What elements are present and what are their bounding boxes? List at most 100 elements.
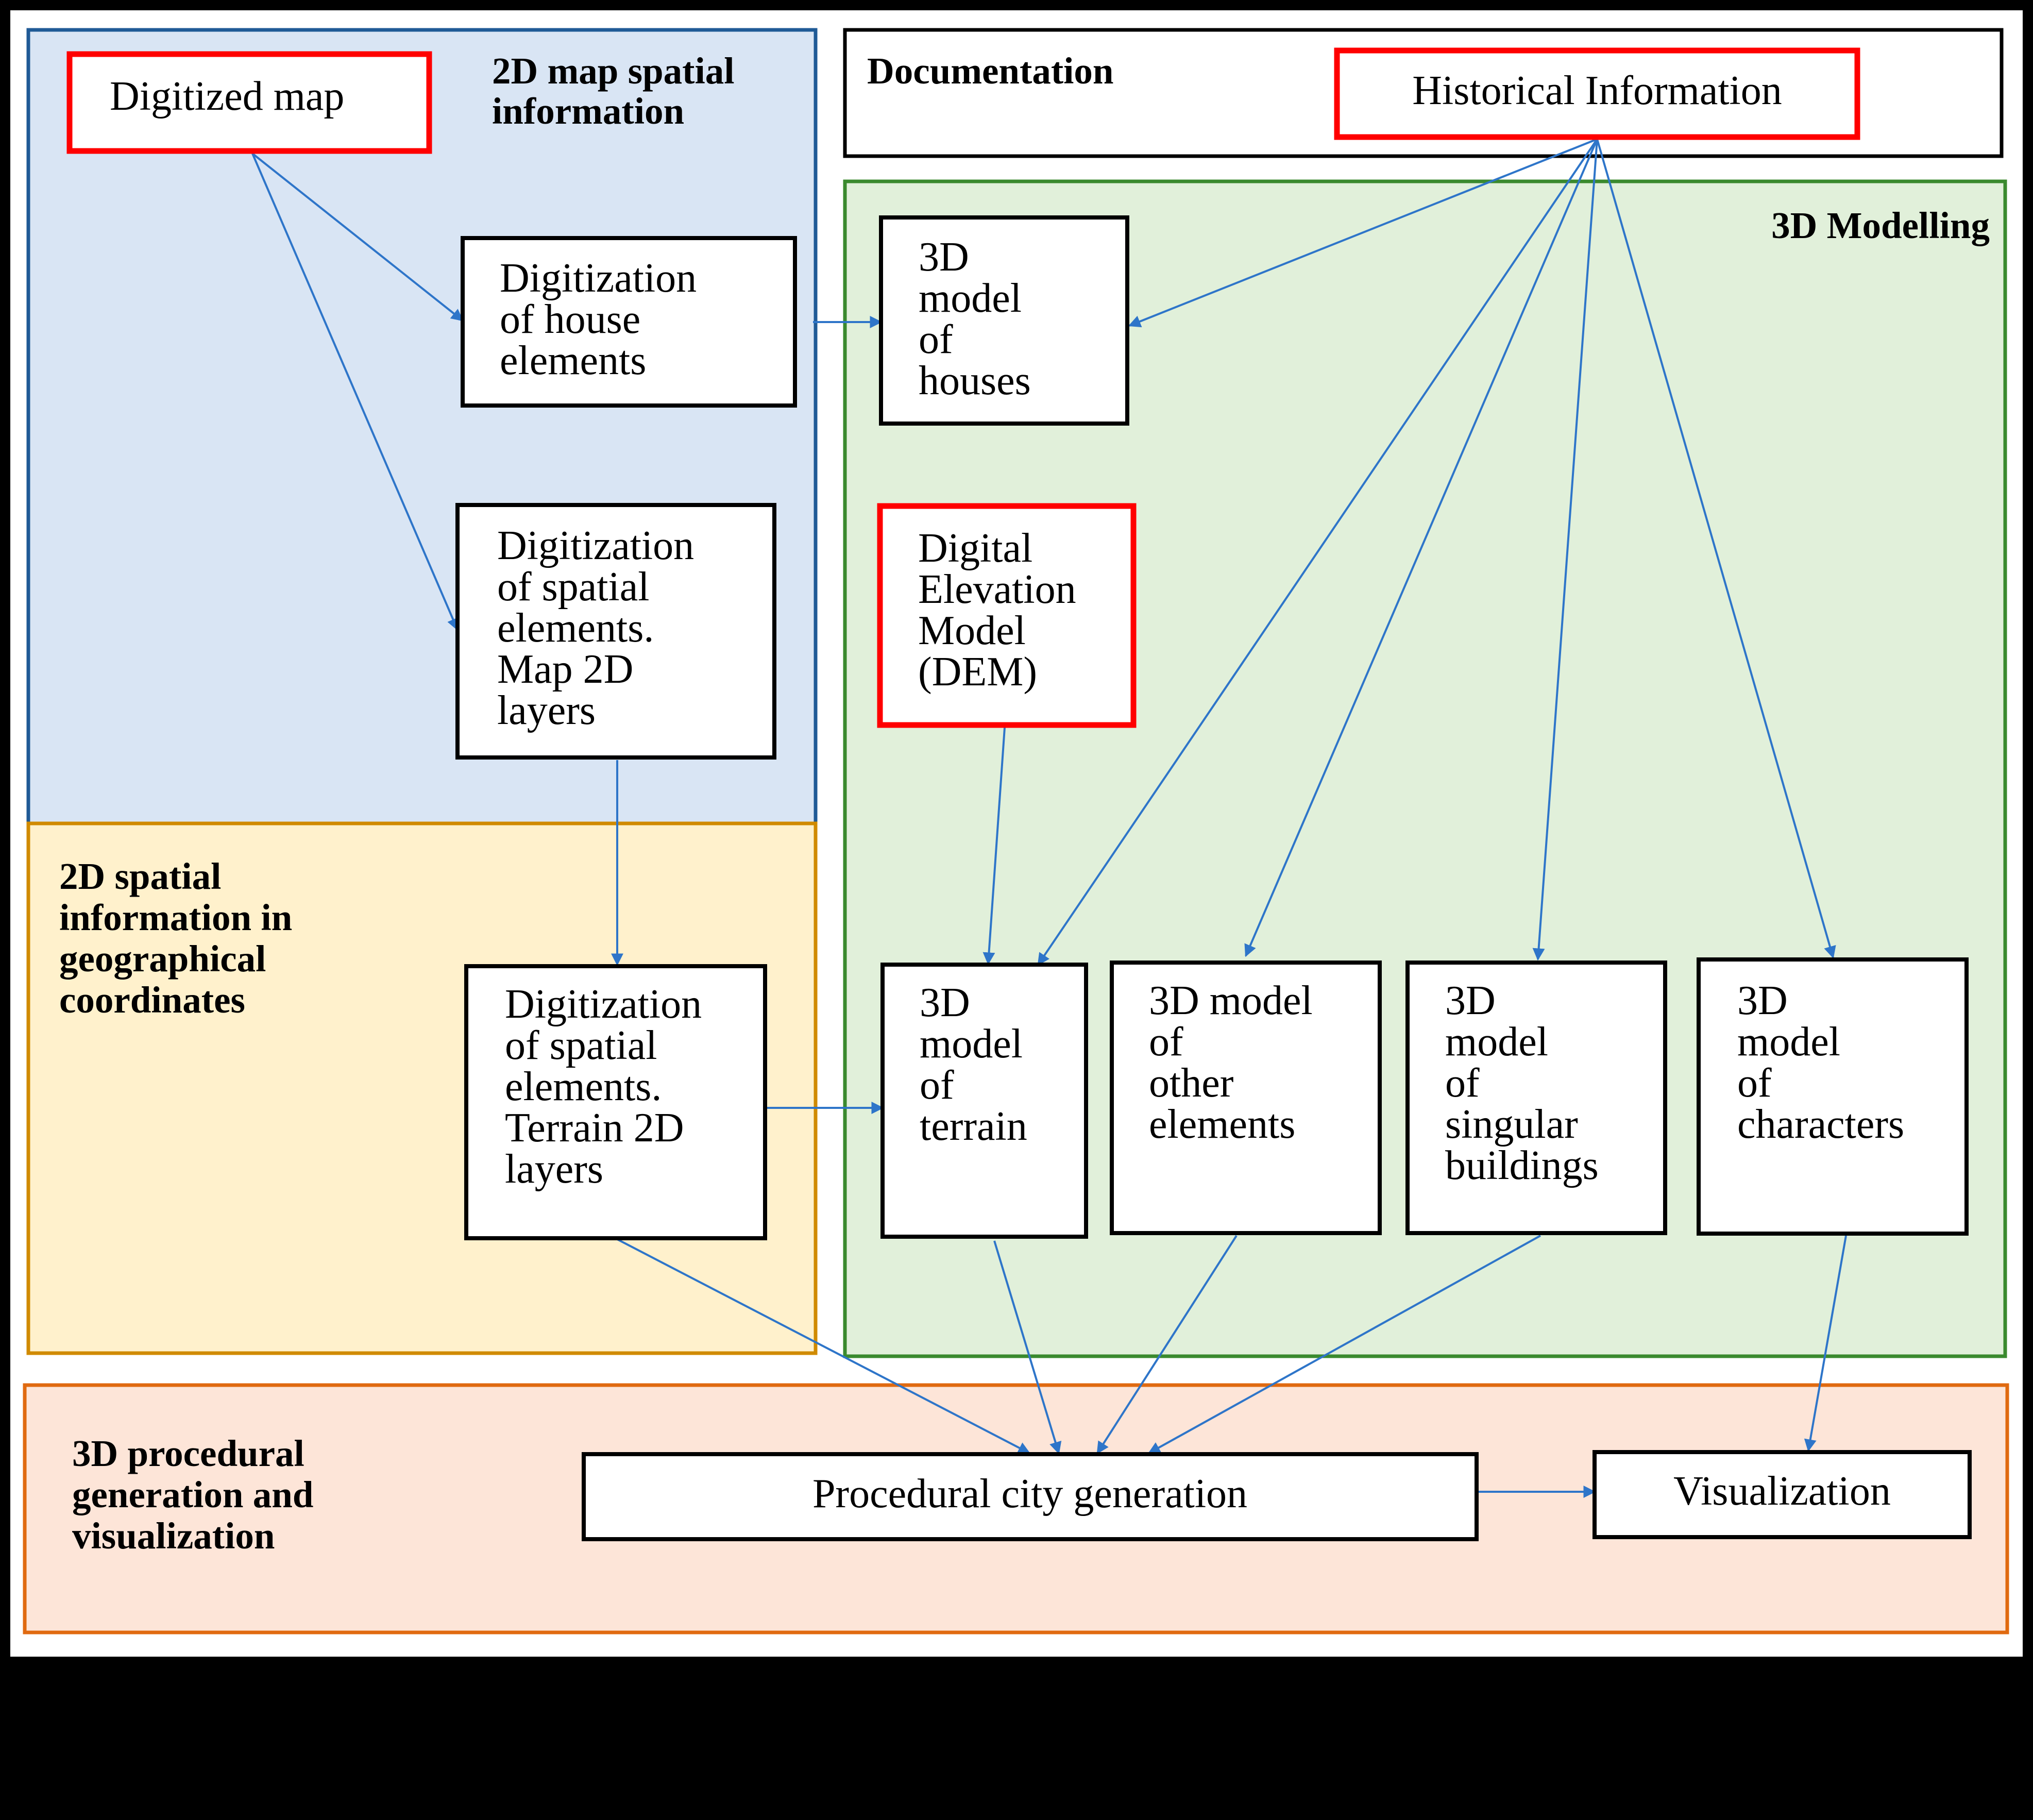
node-3d-model-houses-label-line: of — [919, 317, 953, 362]
region-title-geo-line: information in — [59, 897, 292, 938]
node-3d-model-singular-buildings-label-line: model — [1445, 1019, 1548, 1065]
node-digitization-house-elements-label-line: elements — [500, 338, 646, 383]
node-3d-model-houses-box[interactable] — [879, 215, 1129, 426]
region-title-geo-line: 2D spatial — [59, 855, 221, 897]
node-3d-model-characters-label-line: of — [1737, 1060, 1772, 1106]
node-visualization-label: Visualization — [1673, 1469, 1891, 1514]
node-visualization-box[interactable] — [1592, 1450, 1972, 1539]
node-3d-model-other-elements-label-line: elements — [1149, 1102, 1295, 1147]
node-3d-model-singular-buildings-box[interactable] — [1405, 960, 1667, 1235]
node-digitization-spatial-map-box[interactable] — [455, 503, 776, 760]
region-title-3d-modelling: 3D Modelling — [1771, 205, 1990, 246]
node-visualization[interactable]: Visualization — [1592, 1450, 1972, 1539]
edge-dig-spatial-terrain-to-procedural — [617, 1238, 1031, 1454]
node-digitization-house-elements-label-line: Digitization — [500, 256, 697, 301]
edge-model-terrain-to-procedural — [993, 1240, 1062, 1455]
node-procedural-city-generation[interactable]: Procedural city generation — [582, 1452, 1479, 1541]
region-title-documentation-line: Documentation — [867, 50, 1114, 92]
node-historical-information-label: Historical Information — [1412, 68, 1782, 113]
node-digitized-map-box[interactable] — [66, 51, 432, 154]
region-title-2d-map-line: information — [492, 90, 684, 132]
edge-digitized-map-to-dig-house — [251, 153, 464, 322]
edge-historical-info-to-model-houses — [1128, 138, 1598, 328]
node-procedural-city-generation-box[interactable] — [582, 1452, 1479, 1541]
node-digitization-spatial-map-label-line: Digitization — [497, 523, 694, 568]
node-3d-model-characters-label-line: 3D — [1737, 978, 1788, 1023]
node-3d-model-other-elements-label-line: other — [1149, 1060, 1233, 1106]
node-digitization-spatial-terrain-label-line: of spatial — [505, 1023, 657, 1068]
node-3d-model-characters-label-line: model — [1737, 1019, 1840, 1065]
edge-model-characters-to-visualization — [1804, 1235, 1847, 1452]
edge-model-singular-to-procedural — [1147, 1235, 1541, 1454]
region-title-3d-procedural-line: 3D procedural — [72, 1433, 304, 1474]
edge-model-other-to-procedural — [1096, 1235, 1238, 1455]
edge-dem-to-model-terrain — [982, 727, 1006, 965]
node-historical-information-box[interactable] — [1334, 47, 1860, 140]
node-digitization-spatial-map-label-line: Map 2D — [497, 647, 633, 692]
node-3d-model-houses-label-line: houses — [919, 358, 1031, 403]
node-3d-model-characters-box[interactable] — [1697, 957, 1969, 1236]
node-3d-model-singular-buildings-label-line: singular — [1445, 1102, 1578, 1147]
node-dem-box[interactable] — [877, 503, 1137, 728]
node-historical-information-label-line: Historical Information — [1412, 68, 1782, 113]
node-digitization-spatial-terrain-label-line: Terrain 2D — [505, 1105, 684, 1151]
region-title-3d-procedural-line: visualization — [72, 1515, 275, 1557]
node-visualization-label-line: Visualization — [1673, 1469, 1891, 1514]
edge-historical-info-to-model-characters — [1596, 139, 1836, 959]
node-digitized-map-label-line: Digitized map — [110, 74, 344, 119]
node-digitization-spatial-terrain-box[interactable] — [464, 964, 767, 1240]
node-historical-information[interactable]: Historical Information — [1334, 47, 1860, 140]
region-title-3d-modelling-line: 3D Modelling — [1771, 205, 1990, 246]
region-title-2d-map-line: 2D map spatial — [492, 50, 735, 92]
node-dem-label-line: Digital — [918, 526, 1032, 571]
node-3d-model-terrain-label-line: 3D — [920, 980, 970, 1025]
node-digitization-spatial-map-label-line: elements. — [497, 605, 654, 651]
edge-digitized-map-to-dig-spatial-map — [251, 153, 459, 631]
region-title-documentation: Documentation — [867, 50, 1114, 92]
region-title-3d-procedural-line: generation and — [72, 1474, 313, 1515]
node-digitized-map[interactable]: Digitized map — [66, 51, 432, 154]
node-3d-model-houses-label-line: 3D — [919, 234, 969, 280]
node-3d-model-terrain-label-line: model — [920, 1021, 1023, 1067]
node-3d-model-terrain-box[interactable] — [880, 963, 1088, 1239]
node-dem-label-line: Elevation — [918, 567, 1076, 612]
node-3d-model-terrain-label-line: terrain — [920, 1104, 1027, 1149]
node-procedural-city-generation-label: Procedural city generation — [812, 1471, 1247, 1516]
node-digitization-spatial-map-label-line: of spatial — [497, 564, 649, 610]
edge-historical-info-to-model-singular — [1532, 139, 1598, 961]
node-3d-model-singular-buildings-label-line: buildings — [1445, 1143, 1599, 1188]
node-dem-label-line: (DEM) — [918, 649, 1037, 695]
node-3d-model-terrain-label-line: of — [920, 1063, 954, 1108]
region-title-geo-line: geographical — [59, 938, 266, 980]
node-dem-label-line: Model — [918, 608, 1026, 653]
node-digitization-house-elements-box[interactable] — [461, 236, 797, 408]
node-3d-model-other-elements-label-line: 3D model — [1149, 978, 1313, 1023]
node-3d-model-other-elements-box[interactable] — [1110, 960, 1382, 1235]
node-3d-model-singular-buildings-label-line: 3D — [1445, 978, 1496, 1023]
node-3d-model-characters-label-line: characters — [1737, 1102, 1904, 1147]
edges-layer — [251, 138, 1847, 1498]
node-digitization-spatial-terrain-label-line: layers — [505, 1147, 603, 1192]
node-digitization-spatial-map-label-line: layers — [497, 688, 596, 733]
